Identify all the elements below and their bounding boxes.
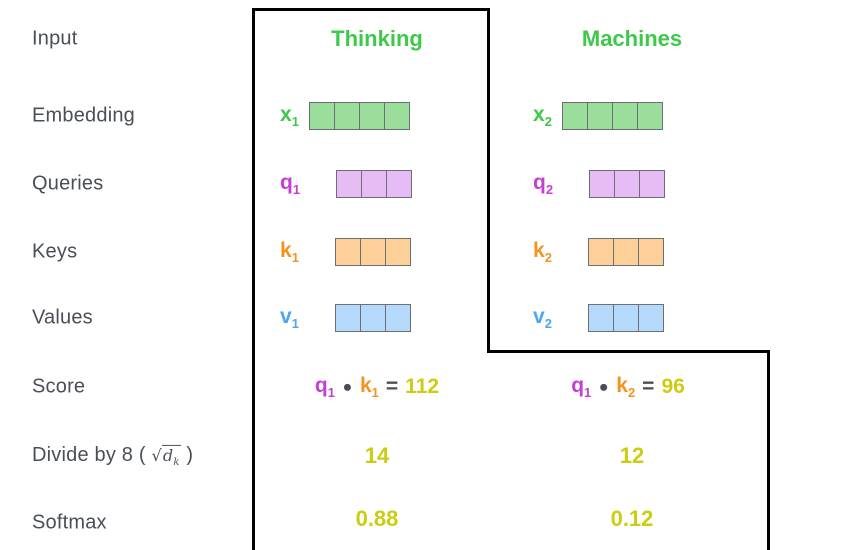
cell <box>384 304 411 332</box>
math-var: d <box>162 445 174 465</box>
cell <box>611 102 638 130</box>
sqrt-dk-math: √dk <box>151 444 181 469</box>
row-label-softmax: Softmax <box>32 511 107 534</box>
embedding-vector-x2: x2 <box>533 102 663 130</box>
score-expression-col2: q1 k2 = 96 <box>571 374 685 400</box>
score-q-term: q1 <box>314 373 335 401</box>
score-q-term: q1 <box>571 373 592 401</box>
vector-label-v2: v2 <box>533 304 552 332</box>
row-label-input: Input <box>32 27 78 50</box>
divide-prefix: Divide by 8 ( <box>32 443 152 466</box>
cell <box>386 170 413 198</box>
cell <box>383 102 410 130</box>
vector-label-v1: v1 <box>280 304 299 332</box>
score-k-term: k1 <box>359 373 379 401</box>
cell <box>359 238 386 266</box>
vector-label-x2: x2 <box>533 102 552 130</box>
embedding-cells-x2 <box>561 102 663 130</box>
embedding-cells-x1 <box>308 102 410 130</box>
embedding-vector-x1: x1 <box>280 102 410 130</box>
softmax-value-col2: 0.12 <box>610 506 654 531</box>
key-vector-k1: k1 <box>280 238 411 266</box>
score-value-col2: 96 <box>661 375 685 398</box>
value-cells-v1 <box>334 304 411 332</box>
vector-label-k2: k2 <box>533 238 552 266</box>
divided-value-col2: 12 <box>619 443 645 468</box>
cell <box>637 238 664 266</box>
value-vector-v2: v2 <box>533 304 664 332</box>
column-header-machines: Machines <box>581 26 683 51</box>
cell <box>612 304 639 332</box>
cell <box>589 170 616 198</box>
row-label-values: Values <box>32 306 93 329</box>
cell <box>336 170 363 198</box>
cell <box>614 170 641 198</box>
equals-sign: = <box>642 375 655 398</box>
cell <box>334 304 361 332</box>
divide-suffix: ) <box>180 443 194 466</box>
cell <box>384 238 411 266</box>
row-label-queries: Queries <box>32 172 104 195</box>
divided-value-col1: 14 <box>364 443 390 468</box>
column-header-thinking: Thinking <box>331 26 423 51</box>
focus-frame-joint <box>255 347 487 356</box>
cell <box>586 102 613 130</box>
cell <box>637 304 664 332</box>
vector-label-q2: q2 <box>533 170 554 198</box>
row-label-keys: Keys <box>32 240 78 263</box>
score-expression-col1: q1 k1 = 112 <box>315 374 439 400</box>
query-cells-q1 <box>336 170 413 198</box>
query-vector-q2: q2 <box>533 170 666 198</box>
cell <box>639 170 666 198</box>
row-label-divide-by-8: Divide by 8 ( √dk ) <box>32 444 193 468</box>
radical-icon: √ <box>151 445 162 465</box>
value-vector-v1: v1 <box>280 304 411 332</box>
dot-product-icon <box>600 383 608 391</box>
dot-product-icon <box>343 383 351 391</box>
cell <box>358 102 385 130</box>
cell <box>636 102 663 130</box>
key-vector-k2: k2 <box>533 238 664 266</box>
cell <box>334 238 361 266</box>
equals-sign: = <box>385 375 399 398</box>
score-value-col1: 112 <box>405 375 440 398</box>
vector-label-x1: x1 <box>280 102 299 130</box>
radicand: dk <box>161 444 181 469</box>
cell <box>587 304 614 332</box>
cell <box>308 102 335 130</box>
cell <box>561 102 588 130</box>
key-cells-k1 <box>334 238 411 266</box>
vector-label-q1: q1 <box>280 170 301 198</box>
key-cells-k2 <box>587 238 664 266</box>
cell <box>612 238 639 266</box>
cell <box>587 238 614 266</box>
cell <box>333 102 360 130</box>
query-cells-q2 <box>589 170 666 198</box>
softmax-value-col1: 0.88 <box>355 506 399 531</box>
value-cells-v2 <box>587 304 664 332</box>
query-vector-q1: q1 <box>280 170 413 198</box>
score-k-term: k2 <box>616 373 636 401</box>
cell <box>361 170 388 198</box>
row-label-score: Score <box>32 375 86 398</box>
vector-label-k1: k1 <box>280 238 299 266</box>
cell <box>359 304 386 332</box>
math-sub: k <box>173 457 180 469</box>
row-label-embedding: Embedding <box>32 104 135 127</box>
